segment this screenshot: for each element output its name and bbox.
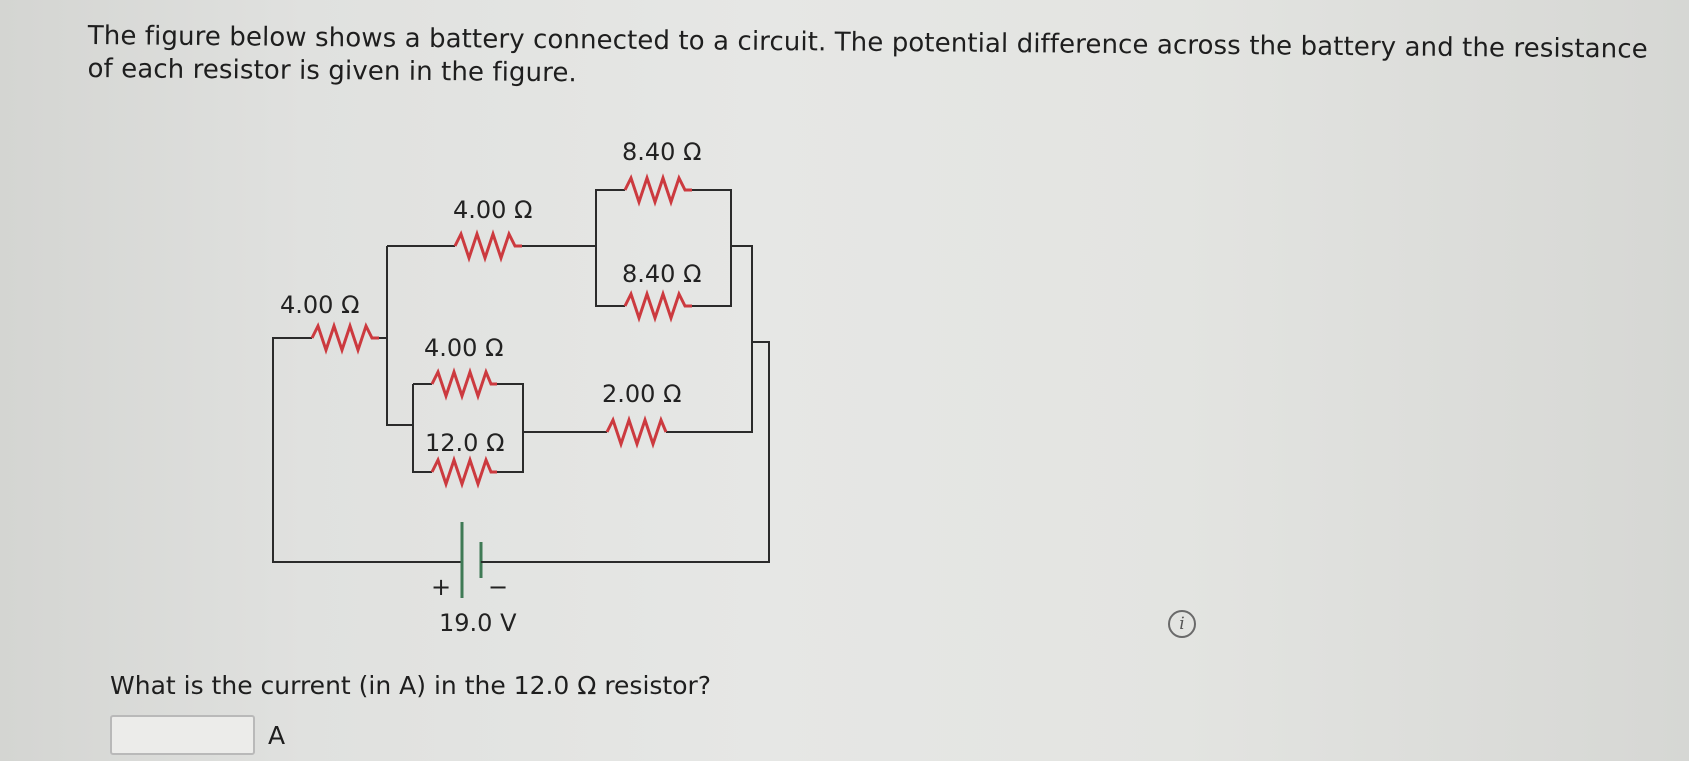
battery-symbol: [460, 522, 490, 598]
wire-parallel-out: [666, 245, 753, 433]
label-r-parallel-top: 8.40 Ω: [622, 138, 701, 166]
resistor-parallel-bottom-zigzag: [623, 289, 692, 323]
resistor-mid-top-zigzag: [430, 367, 497, 401]
resistor-right-zigzag: [605, 415, 668, 449]
resistor-mid-bottom-zigzag: [430, 455, 497, 489]
label-r-mid-bottom: 12.0 Ω: [425, 429, 504, 457]
label-r-parallel-bottom: 8.40 Ω: [622, 260, 701, 288]
resistor-parallel-top-zigzag: [623, 173, 692, 207]
circuit-labels: 4.00 Ω 4.00 Ω 8.40 Ω 8.40 Ω 4.00 Ω 12.0 …: [280, 138, 701, 637]
wire-left-outer: [272, 337, 462, 563]
resistor-symbols: [310, 173, 692, 489]
label-r-right: 2.00 Ω: [602, 380, 681, 408]
info-icon[interactable]: i: [1168, 610, 1196, 638]
battery-plus-sign: +: [431, 573, 451, 601]
circuit-wires: [272, 189, 770, 563]
wire-left-vertical: [386, 246, 413, 426]
question-prompt: What is the current (in A) in the 12.0 Ω…: [110, 671, 712, 700]
wire-mid-top: [412, 384, 432, 473]
wire-right-outer: [490, 341, 770, 563]
wire-parallel-right: [692, 189, 732, 307]
label-r-left: 4.00 Ω: [280, 291, 359, 319]
answer-input[interactable]: [110, 715, 255, 755]
wire-mid-right: [497, 383, 524, 473]
answer-unit: A: [268, 721, 286, 750]
label-battery-voltage: 19.0 V: [439, 609, 517, 637]
label-r-top-series: 4.00 Ω: [453, 196, 532, 224]
battery-minus-sign: −: [488, 573, 508, 601]
label-r-mid-top: 4.00 Ω: [424, 334, 503, 362]
resistor-top-series-zigzag: [453, 229, 522, 263]
wire-parallel-left: [595, 189, 625, 307]
resistor-left-zigzag: [310, 321, 379, 355]
